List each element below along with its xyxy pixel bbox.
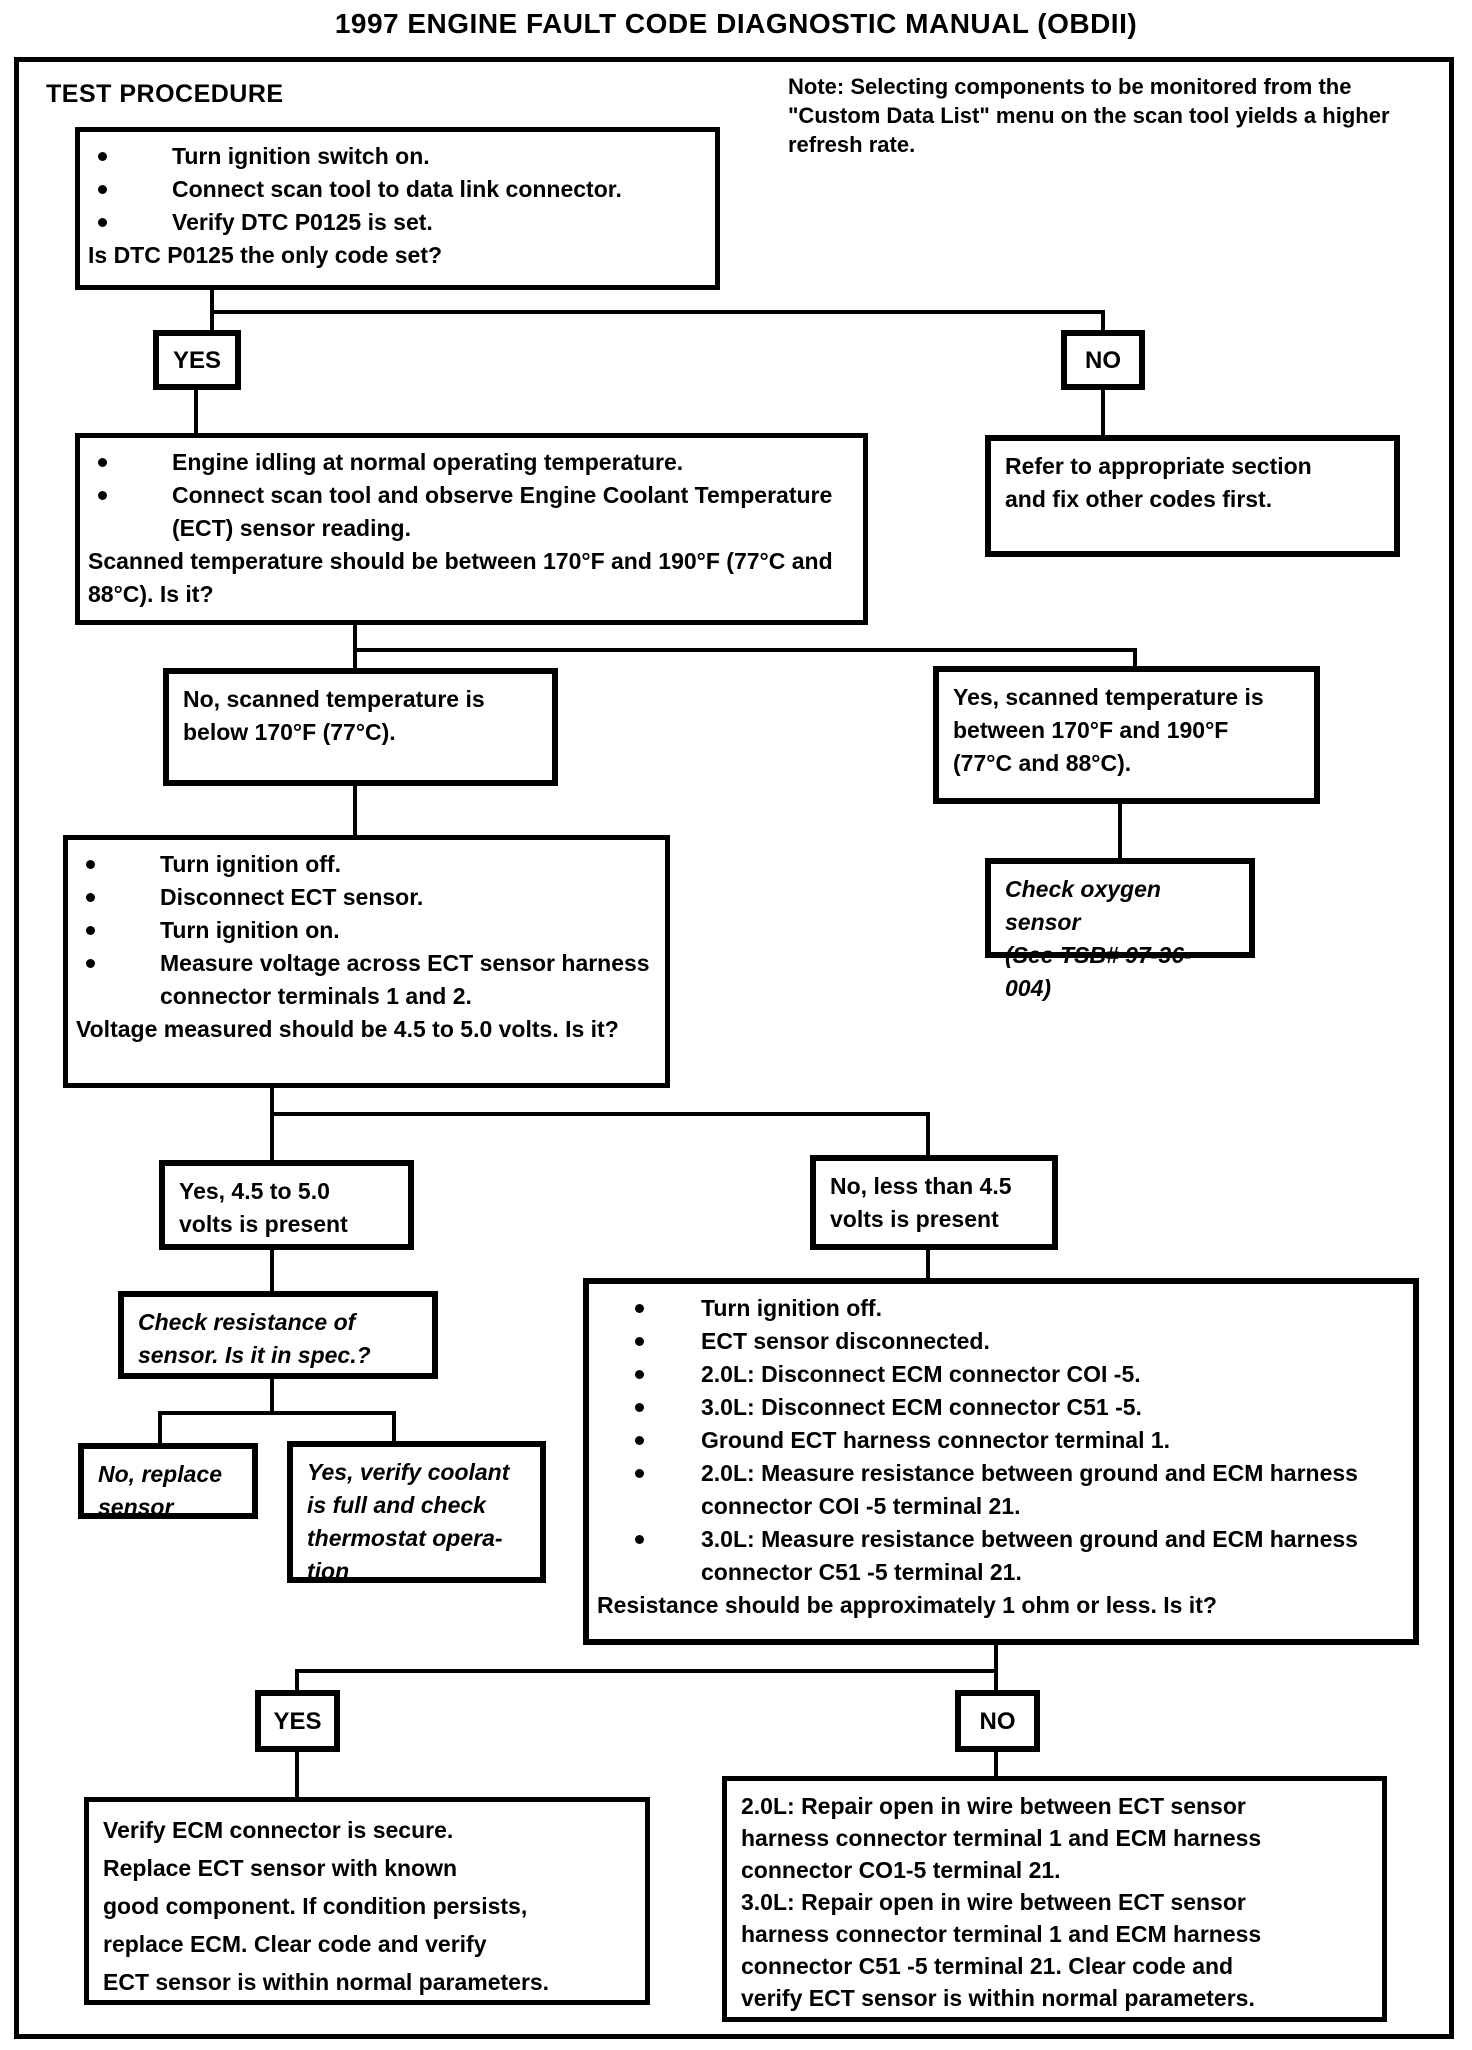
node-temp-low: No, scanned temperature is below 170°F (… <box>163 668 558 786</box>
connector-line <box>392 1411 396 1441</box>
connector-line <box>270 1088 274 1116</box>
engine-idling-bullet: Connect scan tool and observe Engine Coo… <box>80 479 857 545</box>
connector-line <box>994 1645 998 1673</box>
resistance-test-bullet: 3.0L: Measure resistance between ground … <box>589 1523 1407 1589</box>
connector-line <box>194 390 198 433</box>
start-bullet: Connect scan tool to data link connector… <box>80 173 709 206</box>
start-bullet: Turn ignition switch on. <box>80 140 709 173</box>
connector-line <box>210 290 214 314</box>
connector-line <box>353 786 357 835</box>
node-temp-ok: Yes, scanned temperature is between 170°… <box>933 666 1320 804</box>
node-no-1: NO <box>1061 330 1145 390</box>
connector-line <box>210 310 214 332</box>
start-bullet: Verify DTC P0125 is set. <box>80 206 709 239</box>
connector-line <box>1133 648 1137 668</box>
connector-line <box>158 1411 162 1443</box>
resistance-test-bullet-list: Turn ignition off. ECT sensor disconnect… <box>589 1284 1413 1589</box>
node-check-oxygen-sensor: Check oxygen sensor (See TSB# 97-36-004) <box>985 858 1255 1001</box>
engine-idling-question: Scanned temperature should be between 17… <box>88 548 833 607</box>
voltage-test-bullet: Disconnect ECT sensor. <box>68 881 659 914</box>
voltage-test-bullet: Turn ignition on. <box>68 914 659 947</box>
connector-line <box>994 1752 998 1776</box>
connector-line <box>158 1411 396 1415</box>
resistance-test-bullet: 2.0L: Measure resistance between ground … <box>589 1457 1407 1523</box>
connector-line <box>295 1669 299 1690</box>
node-replace-sensor: No, replace sensor <box>78 1443 258 1520</box>
connector-line <box>926 1250 930 1278</box>
voltage-test-bullet-list: Turn ignition off. Disconnect ECT sensor… <box>68 840 665 1013</box>
section-heading: TEST PROCEDURE <box>46 80 284 108</box>
start-question: Is DTC P0125 the only code set? <box>88 242 443 268</box>
node-volts-low: No, less than 4.5 volts is present <box>810 1155 1058 1250</box>
connector-line <box>295 1669 998 1673</box>
node-yes-1: YES <box>153 330 241 390</box>
connector-line <box>210 310 1105 314</box>
connector-line <box>994 1669 998 1690</box>
resistance-test-bullet: ECT sensor disconnected. <box>589 1325 1407 1358</box>
engine-idling-bullet-list: Engine idling at normal operating temper… <box>80 438 863 545</box>
voltage-test-bullet: Turn ignition off. <box>68 848 659 881</box>
node-volts-present: Yes, 4.5 to 5.0 volts is present <box>159 1160 414 1250</box>
page-title: 1997 ENGINE FAULT CODE DIAGNOSTIC MANUAL… <box>334 8 1138 39</box>
connector-line <box>270 1112 274 1160</box>
resistance-test-bullet: Ground ECT harness connector terminal 1. <box>589 1424 1407 1457</box>
engine-idling-bullet: Engine idling at normal operating temper… <box>80 446 857 479</box>
resistance-test-bullet: 3.0L: Disconnect ECM connector C51 -5. <box>589 1391 1407 1424</box>
connector-line <box>1101 310 1105 332</box>
connector-line <box>270 1250 274 1291</box>
resistance-test-question: Resistance should be approximately 1 ohm… <box>597 1592 1217 1618</box>
voltage-test-bullet: Measure voltage across ECT sensor harnes… <box>68 947 659 1013</box>
connector-line <box>270 1112 930 1116</box>
node-voltage-test: Turn ignition off. Disconnect ECT sensor… <box>63 835 670 1088</box>
resistance-test-bullet: 2.0L: Disconnect ECM connector COI -5. <box>589 1358 1407 1391</box>
node-no-2: NO <box>955 1690 1040 1752</box>
node-engine-idling: Engine idling at normal operating temper… <box>75 433 868 625</box>
node-resistance-test: Turn ignition off. ECT sensor disconnect… <box>583 1278 1419 1645</box>
connector-line <box>270 1379 274 1411</box>
resistance-test-bullet: Turn ignition off. <box>589 1292 1407 1325</box>
node-resistance-spec: Check resistance of sensor. Is it in spe… <box>118 1291 438 1379</box>
node-repair-open: 2.0L: Repair open in wire between ECT se… <box>722 1776 1387 2022</box>
note-text: Note: Selecting components to be monitor… <box>788 74 1390 157</box>
node-start: Turn ignition switch on. Connect scan to… <box>75 127 720 290</box>
connector-line <box>353 648 357 670</box>
connector-line <box>1118 804 1122 858</box>
node-verify-coolant: Yes, verify coolant is full and check th… <box>287 1441 546 1584</box>
node-refer-other-codes: Refer to appropriate section and fix oth… <box>985 435 1400 557</box>
connector-line <box>353 625 357 652</box>
node-verify-ecm: Verify ECM connector is secure. Replace … <box>84 1797 650 2005</box>
connector-line <box>295 1752 299 1797</box>
connector-line <box>1101 390 1105 435</box>
page-border <box>14 57 1454 2039</box>
voltage-test-question: Voltage measured should be 4.5 to 5.0 vo… <box>76 1016 619 1042</box>
node-yes-2: YES <box>255 1690 340 1752</box>
connector-line <box>353 648 1137 652</box>
connector-line <box>926 1112 930 1155</box>
start-bullet-list: Turn ignition switch on. Connect scan to… <box>80 132 715 239</box>
